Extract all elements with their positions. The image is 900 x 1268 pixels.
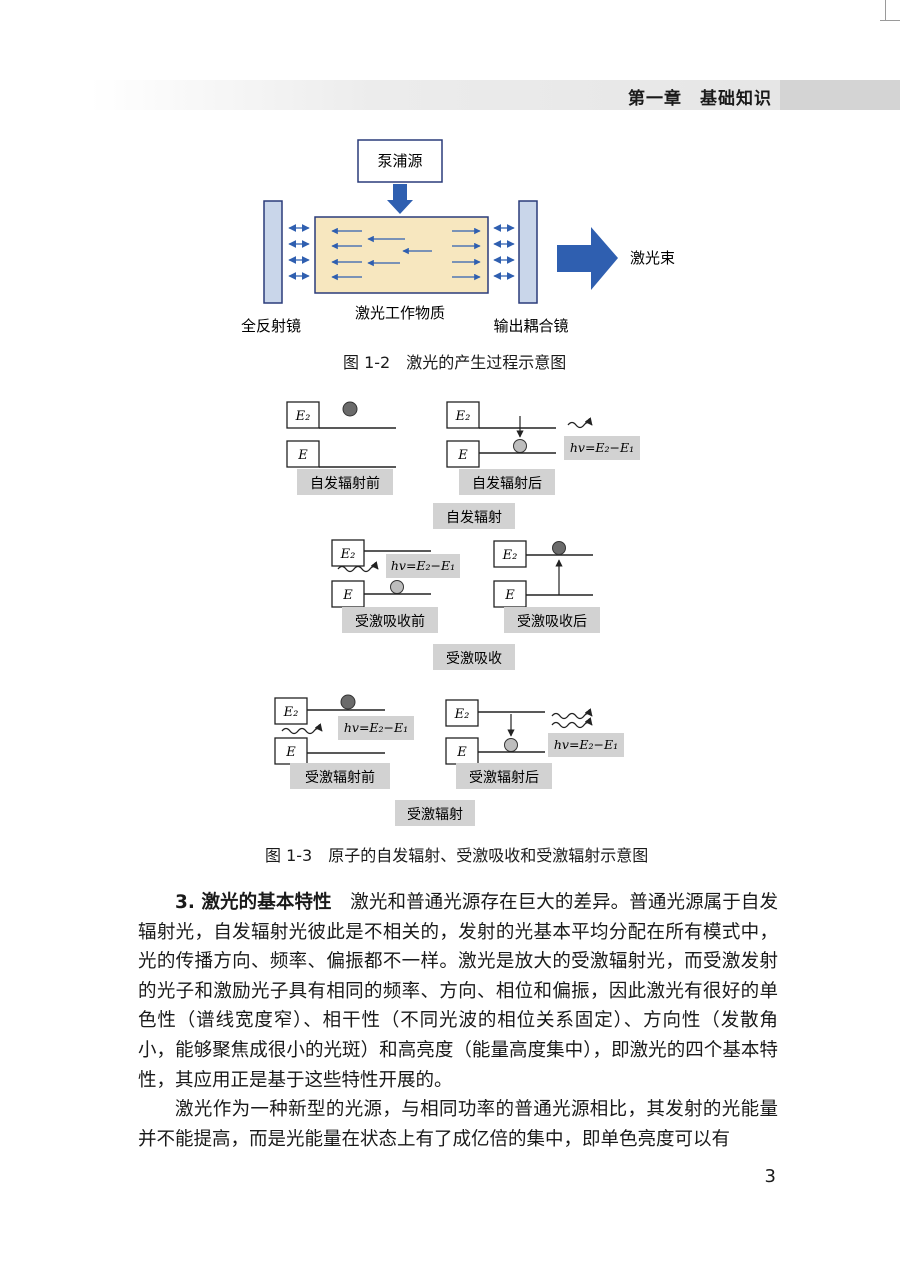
photon-wave-icon [567, 417, 593, 429]
absorption-after-diagram: E₂ E 受激吸收后 [493, 540, 600, 633]
page-number: 3 [764, 1166, 776, 1187]
electron [552, 541, 566, 555]
electron [340, 694, 356, 710]
figure-1-3-caption: 图 1-3 原子的自发辐射、受激吸收和受激辐射示意图 [265, 846, 649, 865]
spontaneous-title: 自发辐射 [446, 510, 502, 526]
electron [504, 738, 518, 752]
svg-text:E: E [457, 448, 468, 463]
double-arrows-left [288, 224, 310, 280]
svg-text:E₂: E₂ [295, 409, 311, 424]
svg-text:E₂: E₂ [454, 707, 470, 722]
svg-text:E: E [342, 588, 353, 603]
crop-mark [880, 20, 900, 21]
photon-wave-icon [337, 561, 379, 573]
svg-text:E₂: E₂ [502, 548, 518, 563]
spontaneous-after-diagram: E₂ E hv=E₂−E₁ 自发辐射后 [446, 401, 640, 495]
photon-wave-icon [281, 723, 323, 735]
laser-medium-box [314, 216, 489, 294]
svg-text:受激吸收后: 受激吸收后 [517, 613, 587, 630]
svg-text:E: E [504, 588, 515, 603]
section-heading: 3. 激光的基本特性 [175, 892, 332, 913]
electron [390, 580, 404, 594]
chapter-title: 第一章 基础知识 [628, 89, 772, 109]
svg-text:E₂: E₂ [455, 409, 471, 424]
spontaneous-before-diagram: E₂ E 自发辐射前 [286, 401, 396, 495]
svg-text:E₂: E₂ [340, 547, 356, 562]
svg-text:E: E [285, 745, 296, 760]
photon-arrows-inside-medium [331, 227, 481, 281]
output-coupler-label: 输出耦合镜 [493, 317, 568, 335]
total-reflection-mirror [263, 200, 283, 304]
stimulated-before-diagram: E₂ hv=E₂−E₁ E 受激辐射前 [274, 694, 414, 789]
figure-1-2-caption: 图 1-2 激光的产生过程示意图 [343, 353, 567, 372]
svg-text:hv=E₂−E₁: hv=E₂−E₁ [391, 558, 455, 573]
body-text: 3. 激光的基本特性 激光和普通光源存在巨大的差异。普通光源属于自发辐射光，自发… [138, 888, 778, 1154]
svg-text:受激辐射后: 受激辐射后 [469, 769, 539, 786]
stimulated-after-diagram: E₂ E hv=E₂−E₁ 受激辐射后 [445, 699, 624, 789]
svg-text:受激吸收前: 受激吸收前 [355, 613, 425, 630]
total-reflection-mirror-label: 全反射镜 [241, 317, 301, 335]
svg-text:受激辐射前: 受激辐射前 [305, 769, 375, 786]
paragraph-2: 激光作为一种新型的光源，与相同功率的普通光源相比，其发射的光能量并不能提高，而是… [138, 1099, 778, 1150]
photon-wave-icon [551, 708, 593, 720]
output-coupler-mirror [518, 200, 538, 304]
laser-medium-label: 激光工作物质 [355, 304, 445, 322]
svg-text:E: E [297, 448, 308, 463]
electron [342, 401, 358, 417]
double-arrows-right [493, 224, 515, 280]
chapter-header-band [90, 80, 900, 110]
stimulated-title: 受激辐射 [407, 806, 463, 823]
photon-wave-icon [551, 717, 593, 729]
pump-arrow-icon [387, 184, 413, 214]
figure-1-2: 泵浦源 激光 [241, 139, 675, 335]
laser-beam-arrow-icon [557, 227, 618, 290]
pump-source-box [357, 139, 443, 183]
svg-text:自发辐射后: 自发辐射后 [472, 476, 542, 492]
laser-beam-label: 激光束 [630, 249, 675, 267]
electron [513, 439, 527, 453]
svg-text:hv=E₂−E₁: hv=E₂−E₁ [570, 440, 634, 455]
svg-text:hv=E₂−E₁: hv=E₂−E₁ [344, 720, 408, 735]
crop-mark [885, 0, 886, 20]
chapter-header-tab [780, 80, 900, 110]
absorption-before-diagram: E₂ hv=E₂−E₁ E 受激吸收前 [331, 539, 460, 633]
pump-source-label: 泵浦源 [377, 152, 422, 170]
figure-1-3: E₂ E 自发辐射前 E₂ E hv=E₂−E₁ 自发辐射后 自发辐射 [274, 401, 640, 826]
absorption-title: 受激吸收 [446, 650, 502, 667]
svg-text:E: E [456, 745, 467, 760]
svg-text:自发辐射前: 自发辐射前 [310, 475, 380, 492]
paragraph-1: 3. 激光的基本特性 激光和普通光源存在巨大的差异。普通光源属于自发辐射光，自发… [138, 892, 778, 1091]
svg-text:hv=E₂−E₁: hv=E₂−E₁ [554, 737, 618, 752]
svg-text:E₂: E₂ [283, 705, 299, 720]
